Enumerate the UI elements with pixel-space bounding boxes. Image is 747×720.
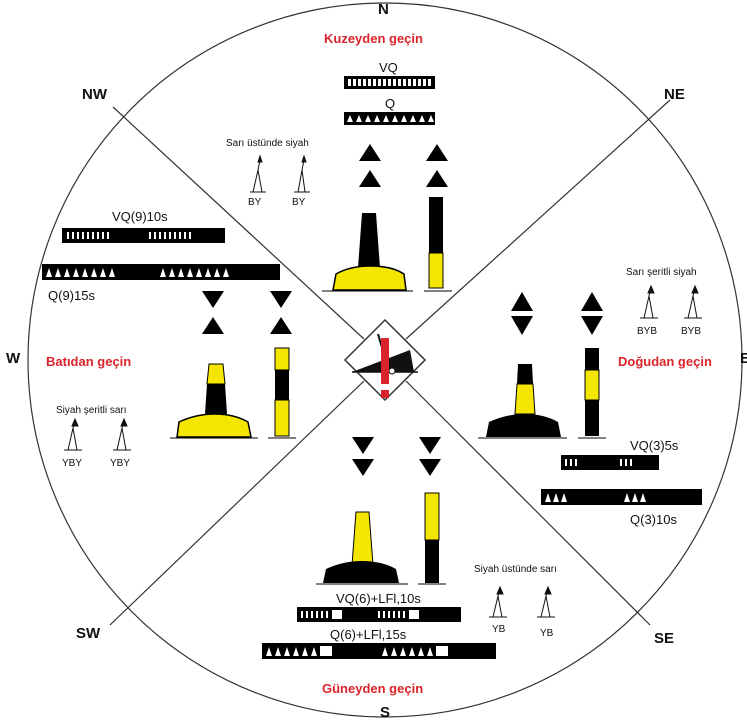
west-small-buoy-a <box>64 417 82 451</box>
east-q-flashes <box>545 493 646 502</box>
north-pillar-buoy <box>322 213 413 292</box>
east-vq-flashes <box>565 459 632 466</box>
west-heading: Batıdan geçin <box>46 354 131 369</box>
axis-sw <box>109 380 365 626</box>
south-heading: Güneyden geçin <box>322 681 423 696</box>
north-topmark-a <box>359 144 381 187</box>
north-q-flashes <box>347 115 434 122</box>
north-small-label-a: BY <box>248 197 262 208</box>
east-small-label-a: BYB <box>637 326 657 337</box>
dir-ne: NE <box>664 86 685 103</box>
east-topmark-a <box>511 292 533 335</box>
axis-nw <box>112 106 365 340</box>
south-small-label-b: YB <box>540 628 554 639</box>
east-spar-buoy <box>578 348 606 439</box>
north-light-q: Q <box>385 96 395 111</box>
south-topmark-a <box>352 437 374 476</box>
dir-se: SE <box>654 630 674 647</box>
east-small-label-b: BYB <box>681 326 701 337</box>
north-vq-flashes <box>348 79 431 86</box>
dir-w: W <box>6 350 21 367</box>
north-light-vq: VQ <box>379 60 398 75</box>
east-pillar-buoy <box>478 364 567 439</box>
east-small-buoy-b <box>684 284 702 319</box>
east-small-buoy-a <box>640 284 658 319</box>
west-vq-bar <box>62 228 225 243</box>
west-light-vq: VQ(9)10s <box>112 209 168 224</box>
south-light-q: Q(6)+LFl,15s <box>330 627 407 642</box>
south-pillar-buoy <box>316 511 408 585</box>
south-small-buoy-b <box>537 585 555 618</box>
east-topmark-b <box>581 292 603 335</box>
axis-se <box>405 380 651 626</box>
west-q-flashes <box>46 268 229 277</box>
center-danger-diamond <box>343 318 427 402</box>
south-color-text: Siyah üstünde sarı <box>474 564 557 575</box>
south-vq-flashes <box>301 610 419 619</box>
danger-warning-icon <box>381 338 389 384</box>
west-q-bar <box>42 264 280 280</box>
south-small-buoy-a <box>489 585 507 618</box>
west-topmark-b <box>270 291 292 334</box>
west-color-text: Siyah şeritli sarı <box>56 405 127 416</box>
west-small-buoy-b <box>113 417 131 451</box>
south-q-flashes <box>266 646 448 656</box>
north-small-buoy-b <box>294 154 310 193</box>
south-topmark-b <box>419 437 441 476</box>
west-vq-flashes <box>67 232 191 239</box>
north-spar-buoy <box>424 197 452 292</box>
east-light-vq: VQ(3)5s <box>630 438 679 453</box>
north-small-buoy-a <box>250 154 266 193</box>
dir-s: S <box>380 704 390 720</box>
dir-n: N <box>378 1 389 18</box>
compass-circle <box>27 2 743 718</box>
north-small-label-b: BY <box>292 197 306 208</box>
dir-sw: SW <box>76 625 101 642</box>
west-small-label-a: YBY <box>62 458 82 469</box>
south-spar-buoy <box>418 492 446 585</box>
north-heading: Kuzeyden geçin <box>324 31 423 46</box>
north-topmark-b <box>426 144 448 187</box>
dir-e: E <box>740 350 747 367</box>
west-small-label-b: YBY <box>110 458 130 469</box>
south-small-label-a: YB <box>492 624 506 635</box>
west-light-q: Q(9)15s <box>48 288 95 303</box>
east-vq-bar <box>561 455 659 470</box>
axis-ne <box>405 99 671 340</box>
west-topmark-a <box>202 291 224 334</box>
dir-nw: NW <box>82 86 108 103</box>
south-light-vq: VQ(6)+LFl,10s <box>336 591 421 606</box>
east-light-q: Q(3)10s <box>630 512 677 527</box>
east-heading: Doğudan geçin <box>618 354 712 369</box>
east-color-text: Sarı şeritli siyah <box>626 267 697 278</box>
west-spar-buoy <box>268 347 296 439</box>
east-q-bar <box>541 489 702 505</box>
west-pillar-buoy <box>170 363 258 439</box>
north-color-text: Sarı üstünde siyah <box>226 138 309 149</box>
